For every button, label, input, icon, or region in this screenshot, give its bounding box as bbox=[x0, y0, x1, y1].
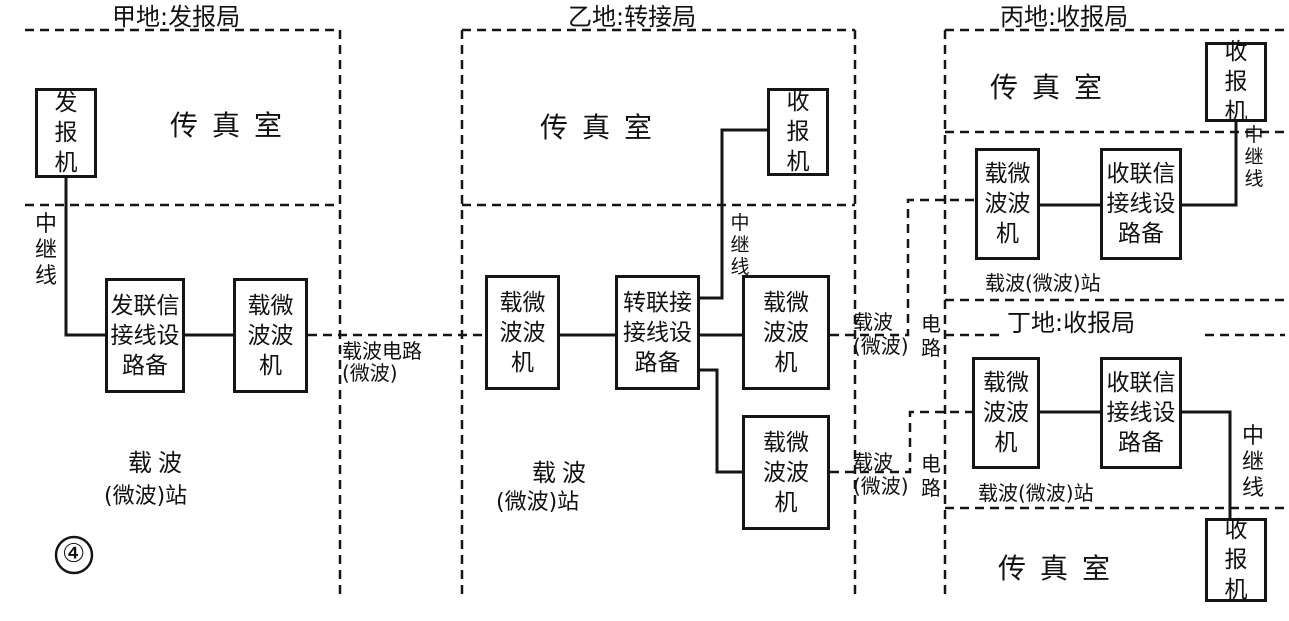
station-yi-carrier: 载波 bbox=[532, 459, 592, 487]
recv-link-device-bing-label: 收联信接线设路备 bbox=[1106, 161, 1176, 247]
yi-transfer-to-receiver bbox=[700, 128, 767, 300]
bing-trunk-line bbox=[1182, 122, 1238, 207]
circuit-label-yi-ding-suffix: 电路 bbox=[921, 452, 941, 500]
trunk-line-label-bing: 中继线 bbox=[1244, 124, 1264, 190]
trunk-line-label-yi: 中继线 bbox=[730, 212, 750, 278]
sender-label: 发报机 bbox=[54, 90, 78, 176]
figure-number-circle bbox=[54, 535, 94, 575]
circuit-label-yi-bing: 载波 (微波) bbox=[853, 310, 909, 358]
circuit-label-yi-bing-suffix: 电路 bbox=[921, 312, 941, 360]
carrier-machine-jia: 载微波波机 bbox=[233, 278, 308, 393]
send-link-device: 发联信接线设路备 bbox=[105, 278, 185, 393]
carrier-machine-ding-label: 载微波波机 bbox=[983, 370, 1029, 456]
jia-trunk-line bbox=[64, 175, 105, 337]
receiver-machine-ding: 收报机 bbox=[1205, 517, 1267, 603]
trunk-line-label-jia: 中继线 bbox=[34, 212, 57, 289]
yi-ding-circuit bbox=[830, 410, 972, 474]
carrier-machine-bing-label: 载微波波机 bbox=[984, 161, 1031, 247]
carrier-machine-yi-out-1-label: 载微波波机 bbox=[763, 289, 809, 376]
receiver-machine-bing: 收报机 bbox=[1205, 39, 1267, 125]
carrier-machine-yi-out-1: 载微波波机 bbox=[742, 275, 830, 390]
circuit-label-jia-yi-sub: (微波) bbox=[342, 361, 398, 385]
site-title-ding: 丁地:收报局 bbox=[1007, 309, 1136, 337]
station-yi-microwave: (微波)站 bbox=[496, 490, 580, 515]
trunk-line-label-ding: 中继线 bbox=[1241, 424, 1264, 501]
fax-room-yi: 传真室 bbox=[540, 111, 667, 144]
station-jia-carrier: 载波 bbox=[128, 449, 188, 477]
station-bing: 载波(微波)站 bbox=[985, 271, 1101, 295]
site-title-bing: 丙地:收报局 bbox=[1000, 3, 1129, 31]
site-title-yi: 乙地:转接局 bbox=[568, 3, 697, 31]
recv-link-device-ding-label: 收联信接线设路备 bbox=[1106, 370, 1176, 456]
ding-trunk-line bbox=[1182, 410, 1232, 518]
receiver-bing-label: 收报机 bbox=[1224, 39, 1248, 125]
transfer-link-device: 转联接接线设路备 bbox=[615, 275, 700, 390]
circuit-label-jia-yi-main: 载波电路 bbox=[342, 339, 422, 363]
circuit-label-yi-ding: 载波 (微波) bbox=[853, 450, 909, 498]
circuit-label-yi-ding-sub: (微波) bbox=[853, 474, 909, 498]
carrier-machine-yi-in-label: 载微波波机 bbox=[499, 289, 546, 376]
yi-transfer-to-carrier-down bbox=[700, 368, 742, 474]
recv-link-device-bing: 收联信接线设路备 bbox=[1100, 148, 1182, 260]
fax-room-jia: 传真室 bbox=[170, 109, 297, 142]
carrier-machine-yi-in: 载微波波机 bbox=[485, 275, 560, 390]
receiver-yi-label: 收报机 bbox=[786, 89, 810, 175]
circuit-label-yi-bing-sub: (微波) bbox=[853, 334, 909, 358]
circuit-label-jia-yi: 载波电路 (微波) bbox=[342, 340, 462, 384]
transfer-link-device-label: 转联接接线设路备 bbox=[623, 289, 692, 376]
station-jia-microwave: (微波)站 bbox=[104, 484, 188, 509]
carrier-machine-yi-out-2: 载微波波机 bbox=[742, 415, 830, 530]
fax-room-bing: 传真室 bbox=[990, 71, 1117, 104]
send-link-device-label: 发联信接线设路备 bbox=[110, 292, 180, 379]
station-ding: 载波(微波)站 bbox=[978, 481, 1094, 505]
receiver-ding-label: 收报机 bbox=[1224, 517, 1248, 603]
recv-link-device-ding: 收联信接线设路备 bbox=[1100, 357, 1182, 469]
receiver-machine-yi: 收报机 bbox=[767, 88, 829, 176]
carrier-machine-bing: 载微波波机 bbox=[975, 148, 1040, 260]
site-title-jia: 甲地:发报局 bbox=[112, 3, 241, 31]
circuit-label-yi-ding-main: 载波 bbox=[853, 450, 893, 474]
sender-machine: 发报机 bbox=[35, 88, 97, 178]
figure-number: ④ bbox=[62, 539, 86, 569]
yi-bing-circuit bbox=[830, 198, 975, 337]
carrier-machine-jia-label: 载微波波机 bbox=[247, 292, 294, 379]
circuit-label-yi-bing-main: 载波 bbox=[853, 310, 893, 334]
carrier-machine-ding: 载微波波机 bbox=[972, 357, 1040, 469]
fax-room-ding: 传真室 bbox=[998, 552, 1125, 585]
carrier-machine-yi-out-2-label: 载微波波机 bbox=[763, 429, 809, 516]
